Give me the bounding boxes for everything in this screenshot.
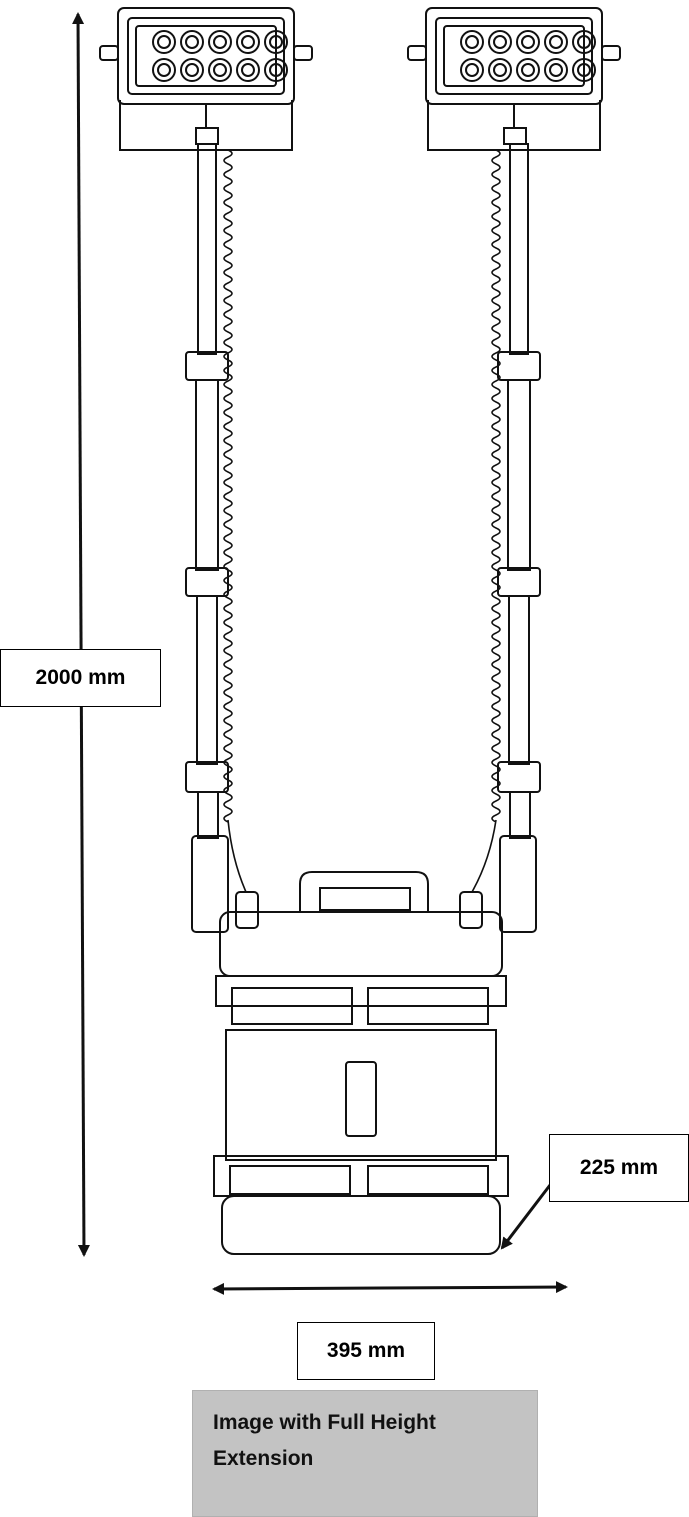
depth-dimension-label: 225 mm [549, 1134, 689, 1202]
left-coiled-cable [223, 149, 247, 893]
height-dimension-label: 2000 mm [0, 649, 161, 707]
right-floodlight-head [407, 7, 621, 151]
left-telescopic-mast [185, 143, 229, 933]
width-dimension-arrow [212, 1281, 568, 1295]
right-telescopic-mast [497, 143, 541, 933]
image-caption: Image with Full Height Extension [192, 1390, 538, 1517]
right-coiled-cable [471, 149, 501, 893]
left-floodlight-head [99, 7, 313, 151]
battery-case [213, 871, 509, 1255]
width-dimension-label: 395 mm [297, 1322, 435, 1380]
height-dimension-arrow [72, 12, 90, 1257]
